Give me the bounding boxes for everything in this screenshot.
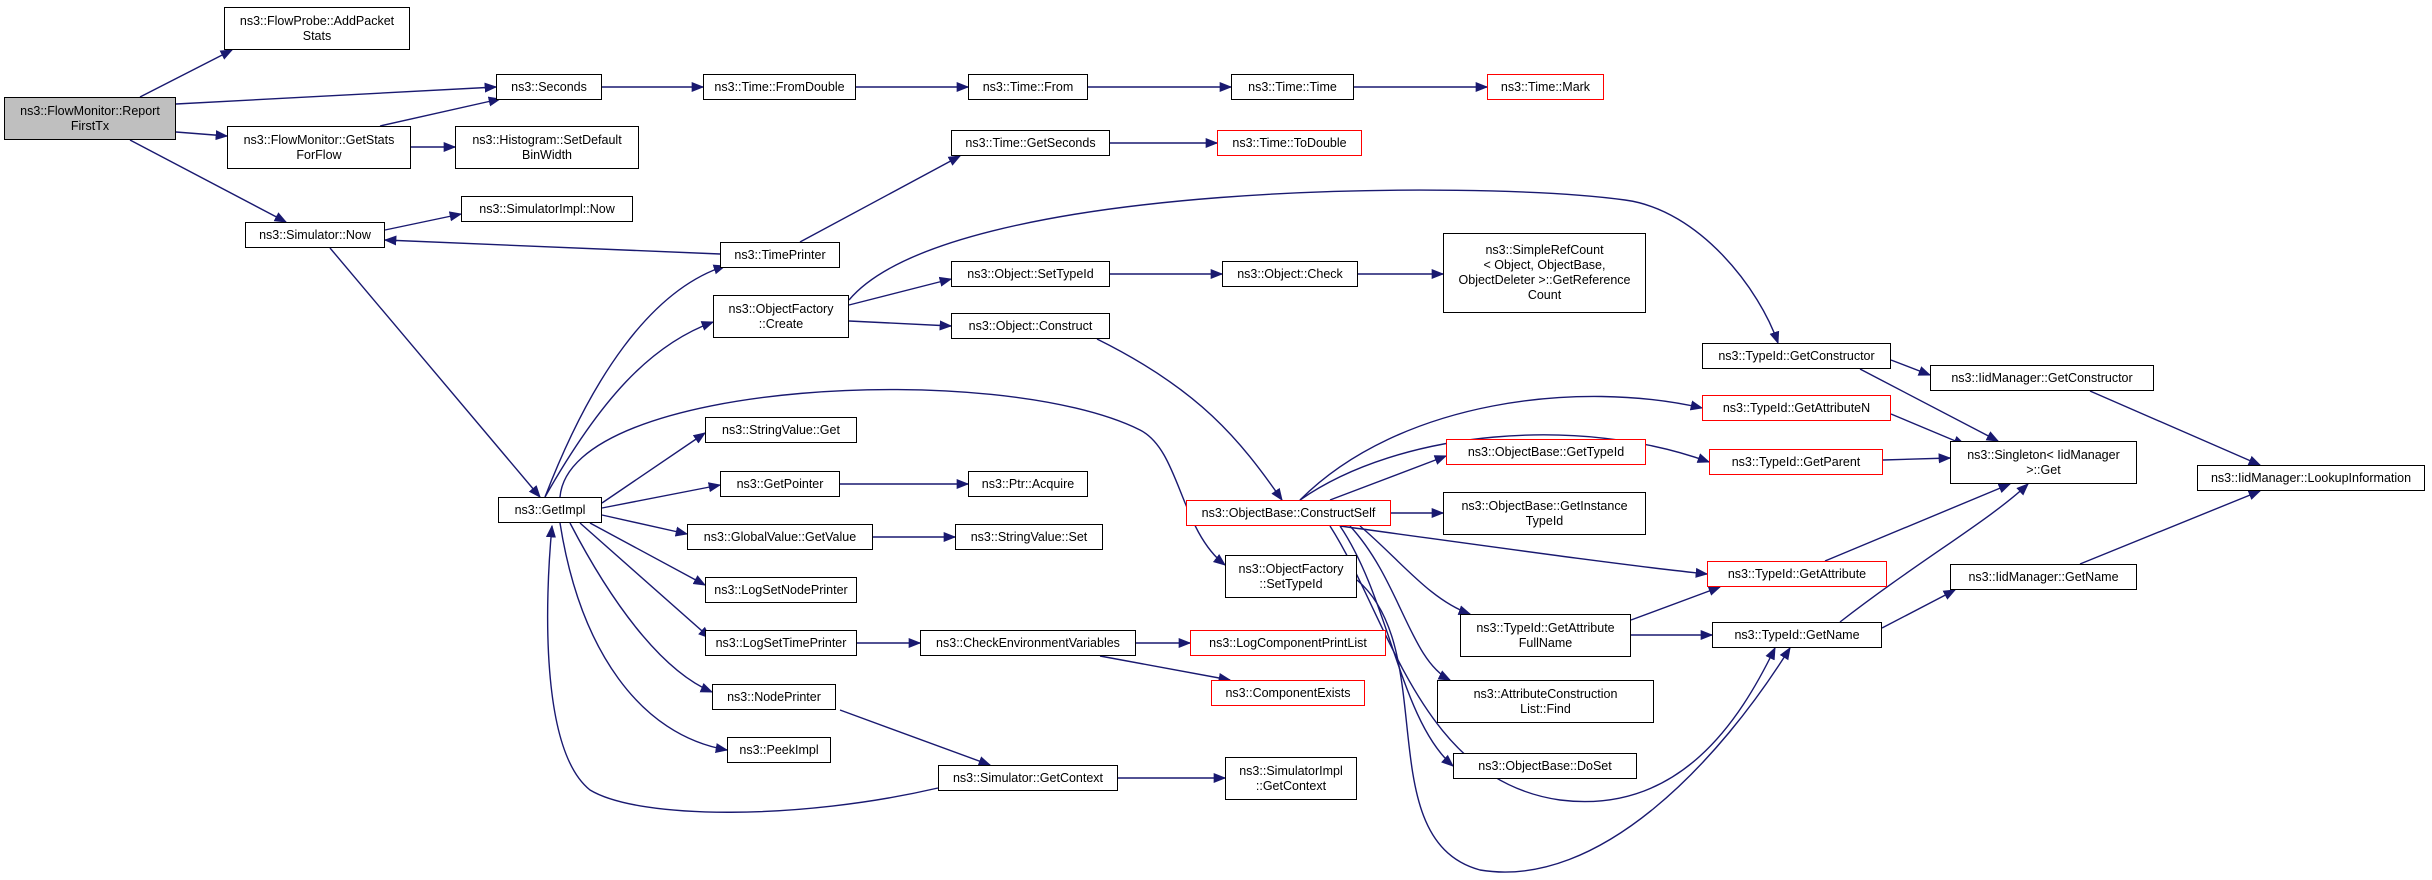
node-obj-check[interactable]: ns3::Object::Check (1222, 261, 1358, 287)
node-objfac-create[interactable]: ns3::ObjectFactory ::Create (713, 295, 849, 338)
node-checkenv[interactable]: ns3::CheckEnvironmentVariables (920, 630, 1136, 656)
node-fromdouble[interactable]: ns3::Time::FromDouble (703, 74, 856, 100)
node-objbase-gettypeid[interactable]: ns3::ObjectBase::GetTypeId (1446, 439, 1646, 465)
edge-nodeprinter-to-getcontext (839, 709, 992, 766)
node-peekimpl[interactable]: ns3::PeekImpl (727, 737, 831, 763)
edge-getimpl-to-stringvalue-get (601, 432, 707, 504)
node-ptr-acquire[interactable]: ns3::Ptr::Acquire (968, 471, 1088, 497)
edge-objfac-create-to-settypeid (848, 276, 953, 306)
edge-sim-now-to-simimpl-now (384, 211, 463, 231)
edge-getimpl-to-timeprinter (544, 264, 727, 498)
node-getimpl[interactable]: ns3::GetImpl (498, 497, 602, 523)
node-lookup[interactable]: ns3::IidManager::LookupInformation (2197, 465, 2425, 491)
edge-typeid-getname-to-singleton (1839, 483, 2029, 623)
edge-getstats-to-seconds (379, 96, 502, 127)
edge-getimpl-to-getpointer (601, 482, 722, 509)
edge-sim-now-to-getimpl (329, 247, 541, 498)
edge-timeprinter-to-sim-now (383, 235, 721, 255)
edge-objfac-settypeid-to-typeid-getname (1356, 579, 1791, 873)
node-getparent[interactable]: ns3::TypeId::GetParent (1709, 449, 1883, 475)
edge-getparent-to-singleton (1882, 453, 1952, 464)
node-componentexists[interactable]: ns3::ComponentExists (1211, 680, 1365, 706)
node-getattribute[interactable]: ns3::TypeId::GetAttribute (1707, 561, 1887, 587)
node-time-time[interactable]: ns3::Time::Time (1231, 74, 1354, 100)
edge-constructself-to-attrconstruction (1349, 525, 1452, 681)
node-logtimeprinter[interactable]: ns3::LogSetTimePrinter (705, 630, 857, 656)
node-time-from[interactable]: ns3::Time::From (968, 74, 1088, 100)
node-objfac-settypeid[interactable]: ns3::ObjectFactory ::SetTypeId (1225, 555, 1357, 598)
node-globalvalue[interactable]: ns3::GlobalValue::GetValue (687, 524, 873, 550)
node-doset[interactable]: ns3::ObjectBase::DoSet (1453, 753, 1637, 779)
node-stringvalue-get[interactable]: ns3::StringValue::Get (705, 417, 857, 443)
edge-obj-construct-to-constructself (1096, 338, 1283, 502)
node-nodeprinter[interactable]: ns3::NodePrinter (712, 684, 836, 710)
edge-iid-getconstructor-to-lookup (2089, 390, 2262, 466)
node-attrfullname[interactable]: ns3::TypeId::GetAttribute FullName (1460, 614, 1631, 657)
edge-getattributen-to-singleton (1890, 413, 1967, 446)
edge-objfac-create-to-getconstructor (848, 189, 1780, 345)
edge-constructself-to-objbase-gettypeid (1329, 455, 1448, 501)
edge-root-to-sim-now (129, 139, 288, 223)
edge-getimpl-to-globalvalue (601, 514, 689, 537)
node-simplerefcount[interactable]: ns3::SimpleRefCount < Object, ObjectBase… (1443, 233, 1646, 313)
node-iid-getname[interactable]: ns3::IidManager::GetName (1950, 564, 2137, 590)
node-getpointer[interactable]: ns3::GetPointer (720, 471, 840, 497)
node-histogram[interactable]: ns3::Histogram::SetDefault BinWidth (455, 126, 639, 169)
edge-constructself-to-typeid-getname (1329, 525, 1776, 803)
edge-getimpl-to-lognodeprinter (589, 522, 707, 586)
node-seconds[interactable]: ns3::Seconds (496, 74, 602, 100)
edge-getimpl-to-objfac-create (544, 321, 715, 498)
node-getattributen[interactable]: ns3::TypeId::GetAttributeN (1702, 395, 1891, 421)
node-root[interactable]: ns3::FlowMonitor::Report FirstTx (4, 97, 176, 140)
edge-constructself-to-doset (1339, 525, 1454, 767)
node-lognodeprinter[interactable]: ns3::LogSetNodePrinter (705, 577, 857, 603)
node-settypeid[interactable]: ns3::Object::SetTypeId (951, 261, 1110, 287)
edge-root-to-seconds (175, 82, 498, 105)
edge-getconstructor-to-iid-getconstructor (1890, 359, 1932, 376)
node-attrconstruction[interactable]: ns3::AttributeConstruction List::Find (1437, 680, 1654, 723)
node-simimpl-getcontext[interactable]: ns3::SimulatorImpl ::GetContext (1225, 757, 1357, 800)
edge-constructself-to-attrfullname (1359, 525, 1472, 616)
node-getconstructor[interactable]: ns3::TypeId::GetConstructor (1702, 343, 1891, 369)
edge-timeprinter-to-getseconds (799, 155, 962, 243)
node-sim-now[interactable]: ns3::Simulator::Now (245, 222, 385, 248)
node-simimpl-now[interactable]: ns3::SimulatorImpl::Now (461, 196, 633, 222)
node-stringvalue-set[interactable]: ns3::StringValue::Set (955, 524, 1103, 550)
edge-getattribute-to-singleton (1824, 483, 2012, 562)
node-getstats[interactable]: ns3::FlowMonitor::GetStats ForFlow (227, 126, 411, 169)
node-flowprobe[interactable]: ns3::FlowProbe::AddPacket Stats (224, 7, 410, 50)
edge-constructself-to-getattributen (1299, 395, 1704, 501)
node-timeprinter[interactable]: ns3::TimePrinter (720, 242, 840, 268)
node-getinstancetypeid[interactable]: ns3::ObjectBase::GetInstance TypeId (1443, 492, 1646, 535)
edge-getimpl-to-logtimeprinter (579, 522, 711, 639)
edge-getimpl-to-objfac-settypeid (559, 388, 1226, 566)
node-getcontext[interactable]: ns3::Simulator::GetContext (938, 765, 1118, 791)
edge-attrfullname-to-getattribute (1630, 586, 1722, 621)
edge-getconstructor-to-singleton (1859, 368, 2000, 442)
edge-getcontext-to-getimpl (545, 524, 939, 813)
node-todouble[interactable]: ns3::Time::ToDouble (1217, 130, 1362, 156)
node-logcomponent[interactable]: ns3::LogComponentPrintList (1190, 630, 1386, 656)
edge-root-to-flowprobe (139, 49, 234, 98)
node-getseconds[interactable]: ns3::Time::GetSeconds (951, 130, 1110, 156)
edge-root-to-getstats (175, 130, 229, 141)
node-constructself[interactable]: ns3::ObjectBase::ConstructSelf (1186, 500, 1391, 526)
edge-getimpl-to-nodeprinter (569, 522, 714, 693)
edge-objfac-create-to-obj-construct (848, 320, 953, 331)
node-obj-construct[interactable]: ns3::Object::Construct (951, 313, 1110, 339)
node-iid-getconstructor[interactable]: ns3::IidManager::GetConstructor (1930, 365, 2154, 391)
node-time-mark[interactable]: ns3::Time::Mark (1487, 74, 1604, 100)
edge-getimpl-to-peekimpl (559, 522, 729, 754)
edge-typeid-getname-to-iid-getname (1881, 589, 1957, 629)
edge-constructself-to-getattribute (1339, 525, 1709, 578)
edge-iid-getname-to-lookup (2079, 490, 2262, 565)
edge-constructself-to-getparent (1299, 434, 1711, 501)
node-singleton[interactable]: ns3::Singleton< IidManager >::Get (1950, 441, 2137, 484)
edge-checkenv-to-componentexists (1099, 655, 1232, 683)
node-typeid-getname[interactable]: ns3::TypeId::GetName (1712, 622, 1882, 648)
